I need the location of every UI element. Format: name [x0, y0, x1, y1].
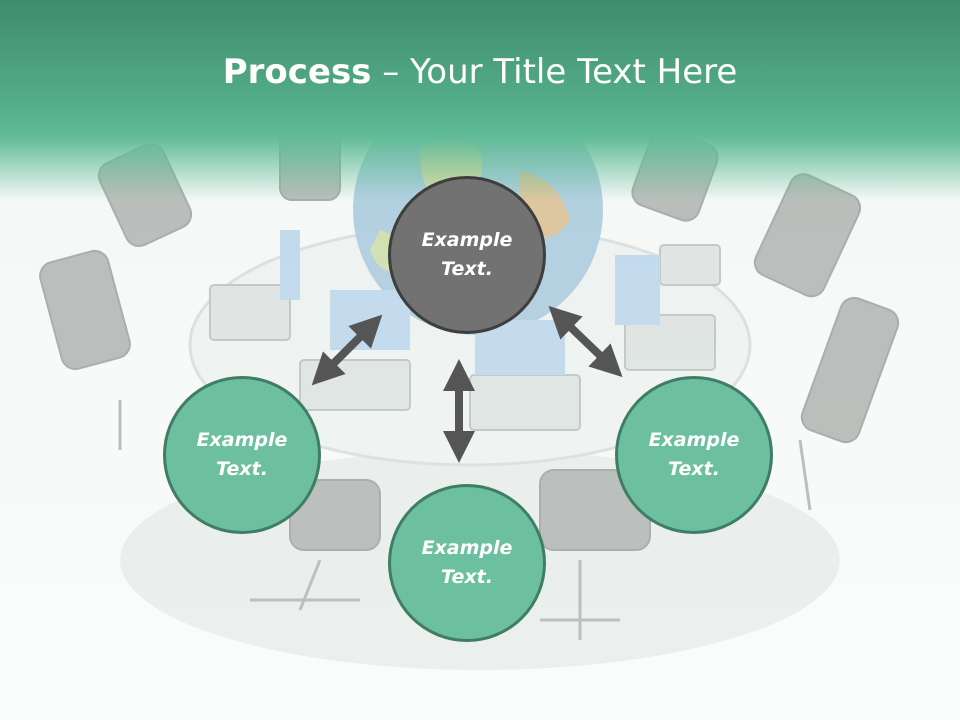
left-node: Example Text.: [163, 376, 321, 534]
right-node: Example Text.: [615, 376, 773, 534]
title-bold: Process: [222, 52, 372, 92]
title-bar: [0, 0, 960, 200]
title-rest: – Your Title Text Here: [371, 52, 738, 92]
bottom-node: Example Text.: [388, 484, 546, 642]
center-node: Example Text.: [388, 176, 546, 334]
slide-title: Process – Your Title Text Here: [0, 52, 960, 92]
